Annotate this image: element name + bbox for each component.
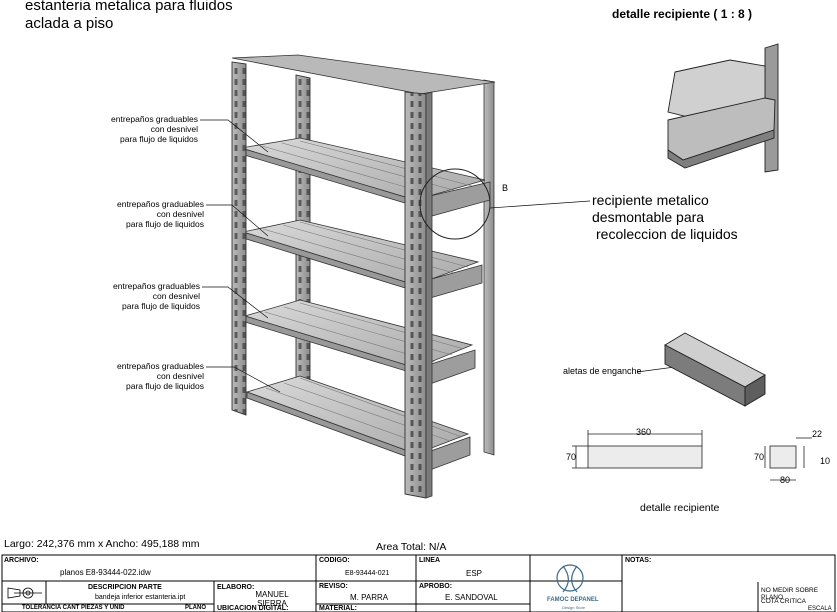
company-logo	[556, 564, 584, 593]
dim-height-side: 70	[754, 452, 765, 462]
codigo-value: E8-93444-021	[345, 570, 390, 577]
notas-header: NOTAS:	[625, 557, 652, 564]
dim-width: 80	[780, 475, 791, 485]
detail-title: detalle recipiente ( 1 : 8 )	[612, 7, 753, 21]
note-no-medir: NO MEDIR SOBRE PLANO	[761, 587, 819, 601]
archivo-header: ARCHIVO:	[4, 557, 39, 564]
reviso-header: REVISO:	[319, 583, 348, 590]
linea-header: LINEA	[419, 557, 440, 564]
logo-text: FAMOC DEPANEL	[547, 597, 599, 603]
logo-subtext: Design Store	[562, 605, 586, 610]
elaboro-header: ELABORO:	[217, 584, 255, 591]
leader-lines	[200, 119, 691, 393]
tolerancia-header: TOLERANCIA CANT PIEZAS Y UNID	[22, 605, 125, 611]
descripcion-value: bandeja inferior estanteria.ipt	[95, 594, 186, 601]
escala-header: ESCALA	[808, 606, 832, 612]
drawing-title-line1: estanteria metalica para fluidos	[25, 0, 233, 14]
aprobo-value: E. SANDOVAL	[445, 593, 498, 602]
area-note: Area Total: N/A	[376, 541, 447, 553]
title-block-frame	[1, 554, 836, 612]
elaboro-value: MANUEL SIERRA	[255, 590, 289, 608]
linea-value: ESP	[466, 569, 483, 578]
detail-circle-b	[419, 168, 491, 240]
detail-marker-b: B	[502, 183, 509, 193]
dim-height-front: 70	[566, 452, 577, 462]
reviso-value: M. PARRA	[350, 593, 389, 602]
drawing-title-line2: aclada a piso	[25, 15, 114, 32]
codigo-header: CODIGO:	[319, 557, 350, 564]
container-front-view	[572, 430, 703, 469]
aletas-label: aletas de enganche	[563, 366, 642, 376]
material-header: MATERIAL:	[319, 605, 357, 612]
descripcion-header: DESCRIPCION PARTE	[88, 584, 162, 591]
plano-header: PLANO	[185, 605, 206, 611]
detail-container-view	[667, 43, 779, 173]
shelving-unit	[231, 54, 496, 499]
ubicacion-header: UBICACION DIGITAL:	[217, 605, 289, 612]
note-cota-critica: COTA CRITICA	[761, 598, 807, 605]
dim-top: 22	[812, 429, 823, 439]
container-side-view	[764, 437, 812, 481]
dim-bottom-right: 10	[820, 456, 831, 466]
projection-symbol-icon	[7, 587, 42, 599]
dim-length: 360	[636, 427, 652, 437]
shelf-4	[245, 375, 470, 461]
size-note: Largo: 242,376 mm x Ancho: 495,188 mm	[4, 538, 200, 550]
aprobo-header: APROBO:	[419, 583, 453, 590]
detail-caption: detalle recipiente	[640, 502, 720, 514]
container-iso-view	[664, 332, 766, 407]
container-callout: recipiente metalico desmontable para rec…	[592, 192, 738, 242]
archivo-value: planos E8-93444-022.idw	[60, 568, 151, 577]
